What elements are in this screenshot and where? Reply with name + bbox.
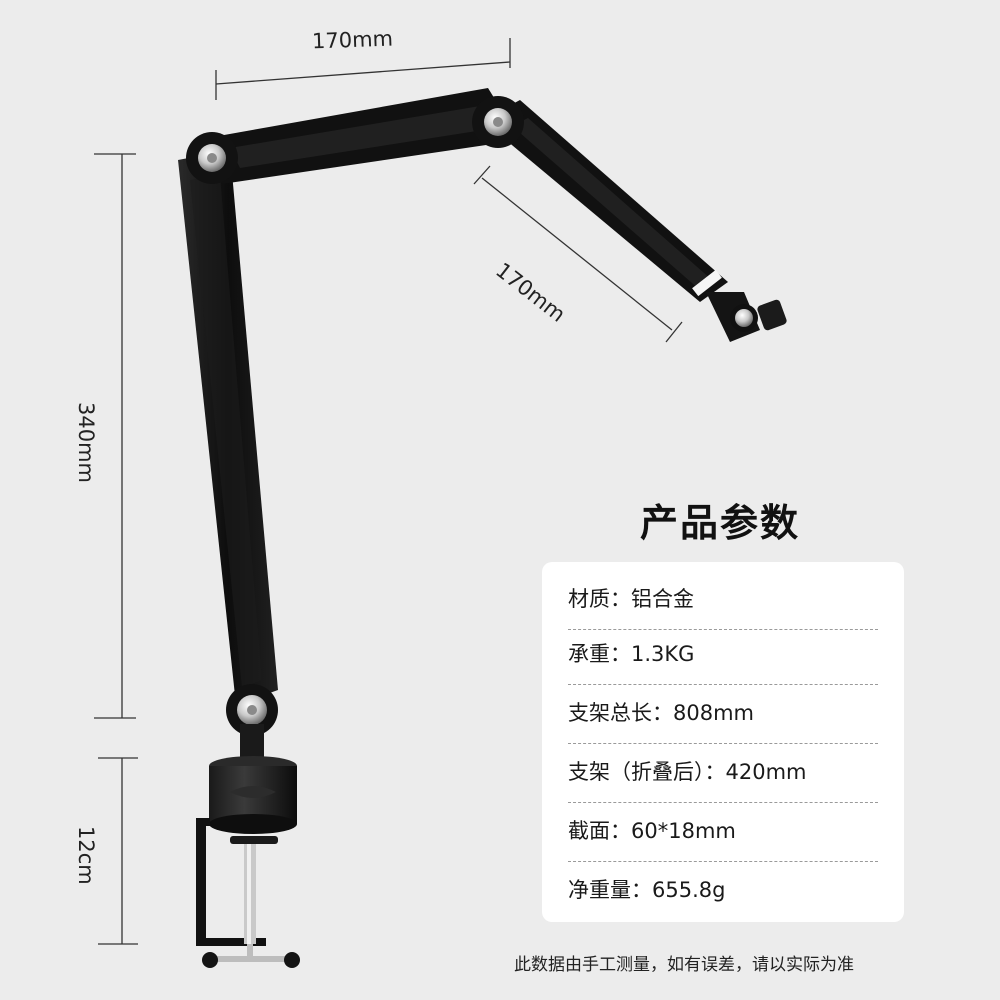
dimension-clamp-height: 12cm	[74, 826, 98, 885]
spec-row-section: 截面：60*18mm	[568, 802, 878, 862]
knob-icon	[735, 309, 753, 327]
spec-row-total-length: 支架总长：808mm	[568, 684, 878, 744]
dimension-vertical-arm: 340mm	[74, 402, 98, 483]
dimension-top-arm: 170mm	[311, 26, 394, 54]
dimension-lines	[94, 38, 683, 945]
spec-title: 产品参数	[639, 501, 800, 545]
spec-row-load: 承重：1.3KG	[568, 625, 878, 685]
desk-clamp	[196, 724, 300, 968]
joint-knobs	[198, 108, 753, 725]
spec-card: 材质：铝合金 承重：1.3KG 支架总长：808mm 支架（折叠后）：420mm…	[542, 562, 904, 922]
spec-row-material: 材质：铝合金	[568, 570, 878, 630]
boom-arm	[178, 88, 787, 736]
spec-row-folded-length: 支架（折叠后）：420mm	[568, 743, 878, 803]
footnote: 此数据由手工测量，如有误差，请以实际为准	[514, 955, 854, 975]
spec-row-net-weight: 净重量：655.8g	[568, 878, 726, 902]
